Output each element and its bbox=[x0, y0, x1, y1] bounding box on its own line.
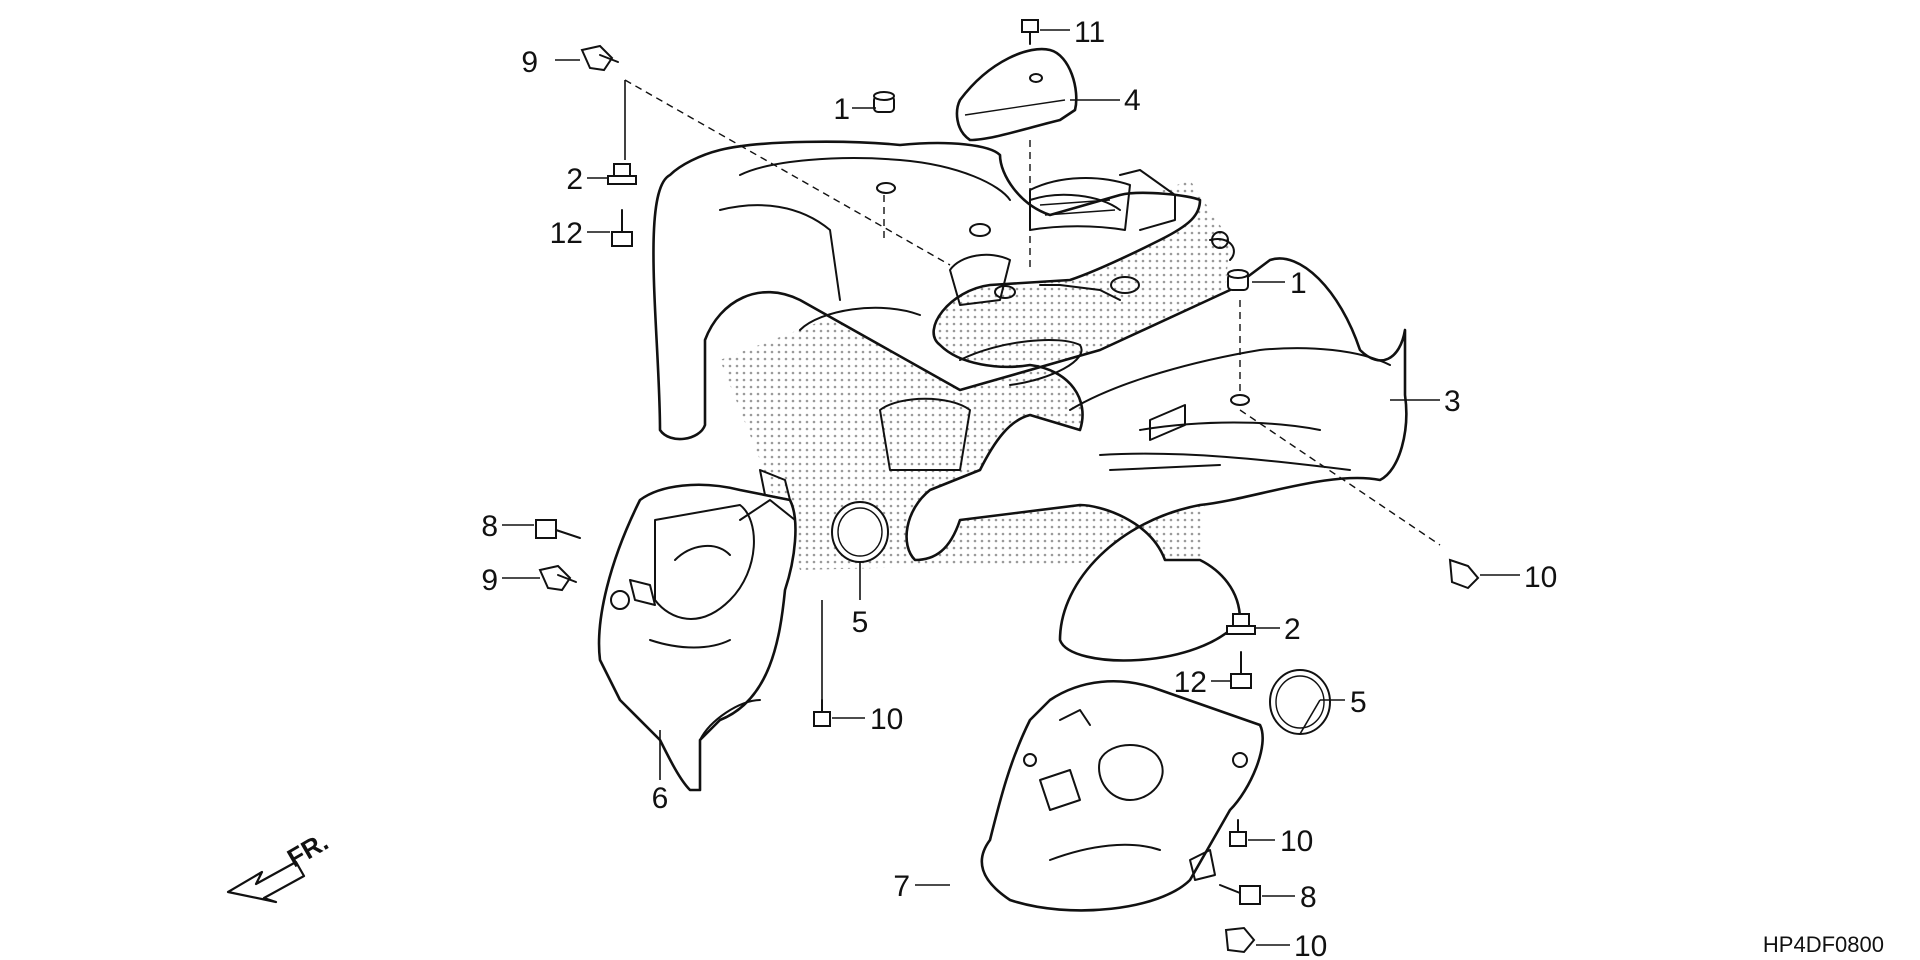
bolt-12-right[interactable] bbox=[1230, 651, 1252, 689]
callout-9-bottom: 10 bbox=[1294, 930, 1327, 960]
callout-12-right: 12 bbox=[1174, 666, 1207, 699]
callout-1-top: 1 bbox=[833, 93, 850, 126]
collar-2-right[interactable] bbox=[1226, 613, 1256, 635]
clip-9-left[interactable] bbox=[538, 564, 577, 592]
clip-9-right[interactable] bbox=[1448, 558, 1480, 590]
callout-9-left: 9 bbox=[481, 564, 498, 597]
washer-1-right bbox=[1230, 394, 1250, 406]
cushion-1-right[interactable] bbox=[1227, 269, 1249, 291]
clip-9-bottom[interactable] bbox=[1224, 926, 1256, 954]
collar-2-left[interactable] bbox=[607, 163, 637, 185]
callout-9-top: 9 bbox=[521, 46, 538, 79]
callout-1-right: 1 bbox=[1290, 267, 1307, 300]
rear-fender[interactable] bbox=[652, 140, 1408, 662]
clip-9-top[interactable] bbox=[580, 44, 619, 72]
fender-emblem bbox=[1029, 177, 1131, 231]
arrow-left-down-icon: FR. bbox=[226, 826, 333, 904]
grommet-ring-5-left-inner bbox=[837, 507, 883, 557]
callout-12-left: 12 bbox=[550, 217, 583, 250]
fasteners bbox=[535, 19, 1480, 954]
screw-10-left[interactable] bbox=[813, 699, 831, 727]
right-inner-fender[interactable] bbox=[980, 680, 1264, 912]
cushion-1-top[interactable] bbox=[873, 91, 895, 113]
callout-6: 6 bbox=[652, 782, 669, 815]
screw-11[interactable] bbox=[1021, 19, 1043, 83]
callout-7: 7 bbox=[893, 870, 910, 903]
assembly-lines bbox=[624, 79, 1441, 546]
grommet-ring-5-right-inner bbox=[1275, 675, 1325, 729]
callout-4: 4 bbox=[1124, 84, 1141, 117]
callout-2-right: 2 bbox=[1284, 613, 1301, 646]
bolt-8-left[interactable] bbox=[535, 519, 581, 539]
screw-10-right[interactable] bbox=[1229, 819, 1247, 847]
callout-5-left: 5 bbox=[852, 606, 869, 639]
grommet-ring-5-left[interactable] bbox=[831, 501, 889, 563]
leader-lines bbox=[502, 29, 1520, 946]
callout-3: 3 bbox=[1444, 385, 1461, 418]
left-inner-fender[interactable] bbox=[597, 483, 797, 792]
callout-11: 11 bbox=[1074, 16, 1105, 49]
callout-labels: 9 1 2 12 11 4 1 3 8 9 5 10 2 12 5 10 6 1… bbox=[481, 16, 1557, 960]
bolt-12-left[interactable] bbox=[611, 209, 633, 247]
callout-10-left: 10 bbox=[870, 703, 903, 736]
callout-9-right: 10 bbox=[1524, 561, 1557, 594]
callout-10-right: 10 bbox=[1280, 825, 1313, 858]
seat-lid[interactable] bbox=[955, 47, 1078, 142]
bolt-8-right[interactable] bbox=[1219, 884, 1261, 905]
washer-1-top bbox=[876, 182, 896, 194]
callout-8-right: 8 bbox=[1300, 881, 1317, 914]
callout-5-right: 5 bbox=[1350, 686, 1367, 719]
callout-2-left: 2 bbox=[566, 163, 583, 196]
grommet-ring-5-right[interactable] bbox=[1269, 669, 1331, 735]
callout-8-left: 8 bbox=[481, 510, 498, 543]
diagram-code: HP4DF0800 bbox=[1763, 932, 1884, 957]
